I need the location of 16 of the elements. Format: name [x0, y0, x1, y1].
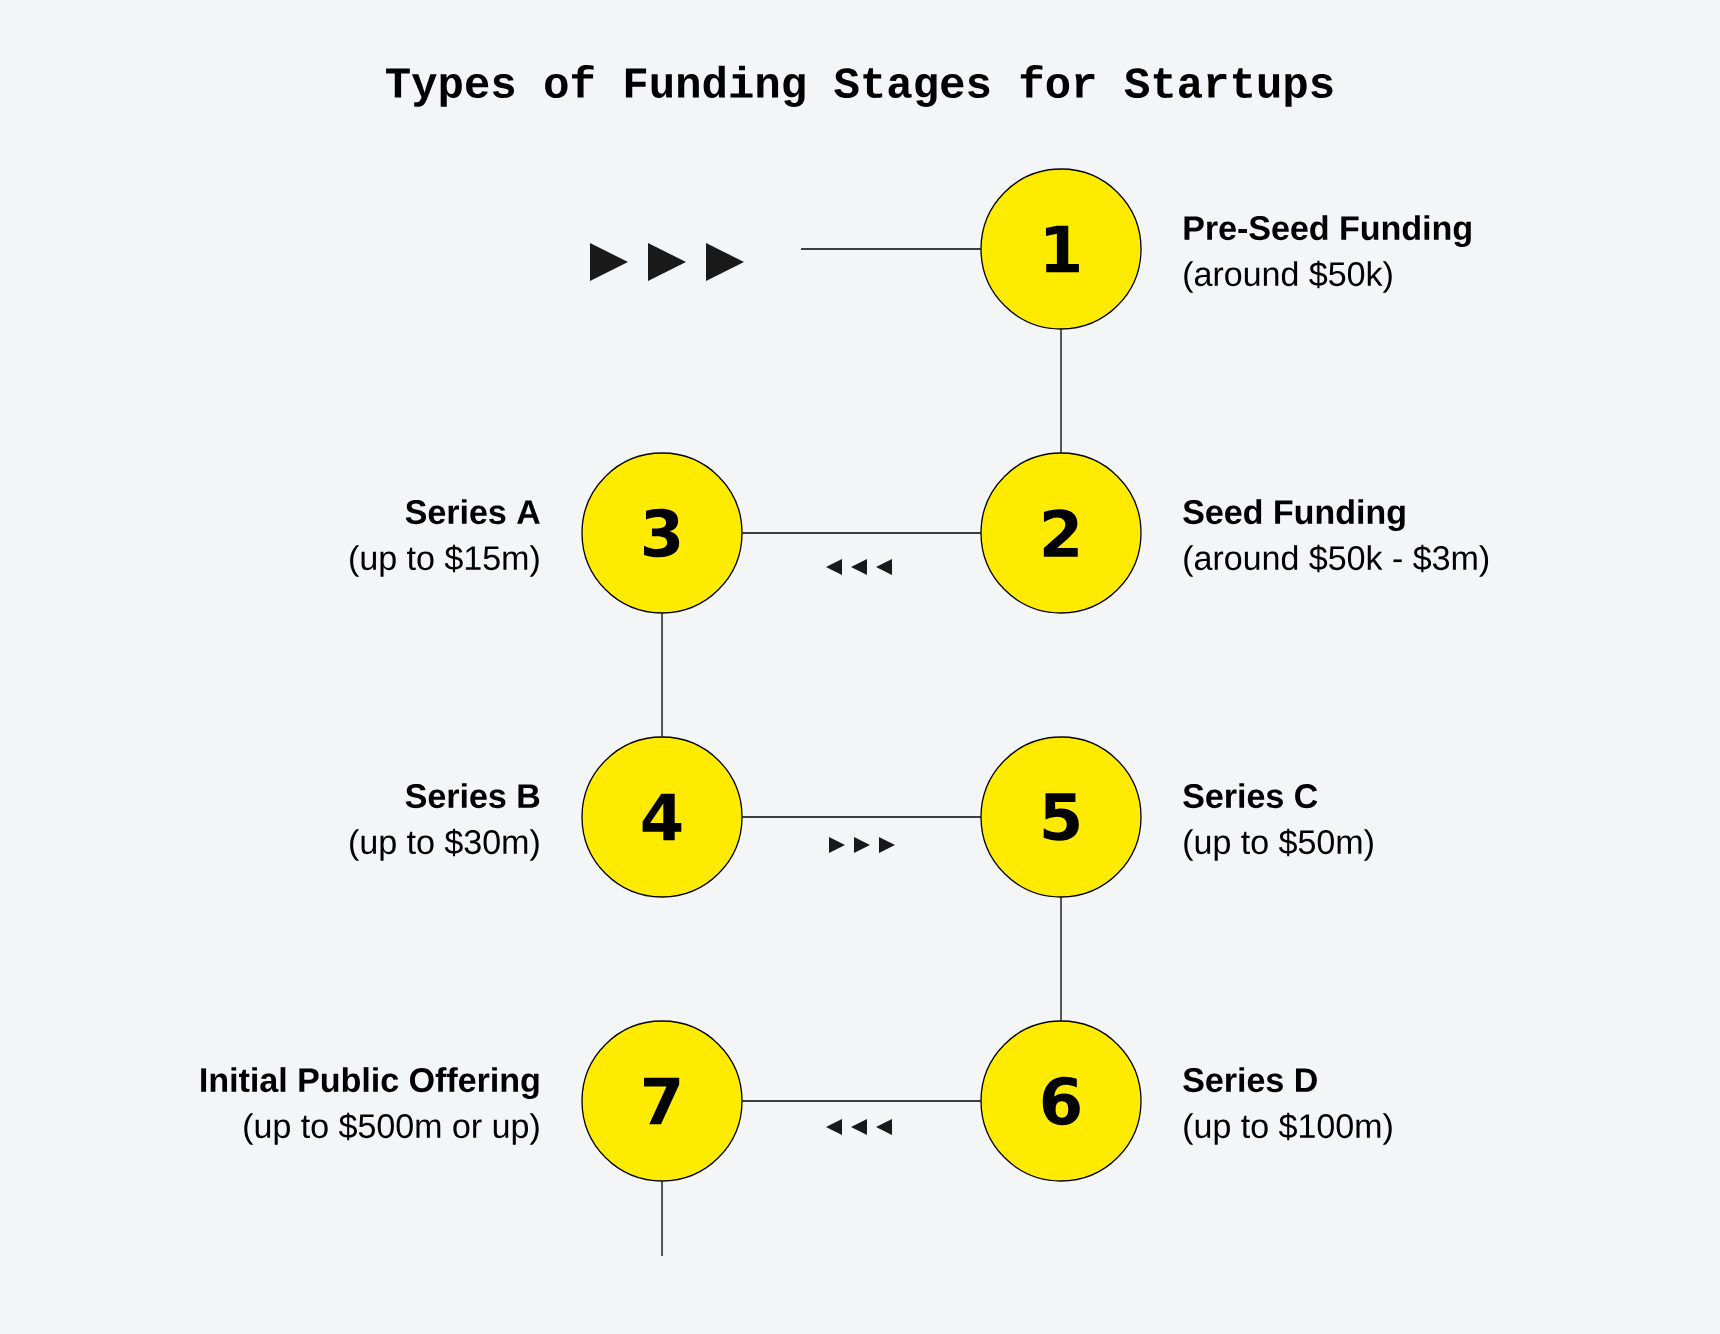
- stage-label: Pre-Seed Funding (around $50k): [1184, 215, 1471, 293]
- stage-label: Series C (up to $50m): [1183, 783, 1373, 861]
- connector-line: [1060, 328, 1062, 454]
- connector-line: [661, 1180, 663, 1257]
- title: Types of Funding Stages for Startups: [386, 65, 1333, 107]
- connector-line: [661, 612, 663, 738]
- connector-line: [1060, 896, 1062, 1022]
- stage-label: Series B (up to $30m): [350, 783, 540, 861]
- connector-line: [741, 532, 982, 534]
- stage-label: Seed Funding (around $50k - $3m): [1183, 499, 1489, 577]
- connector-line: [741, 1100, 982, 1102]
- stage-label: Series A (up to $15m): [350, 499, 540, 577]
- connector-line: [741, 816, 982, 818]
- stage-label: Initial Public Offering (up to $500m or up): [201, 1067, 539, 1145]
- connector-line: [800, 248, 982, 250]
- stage-label: Series D (up to $100m): [1183, 1067, 1392, 1145]
